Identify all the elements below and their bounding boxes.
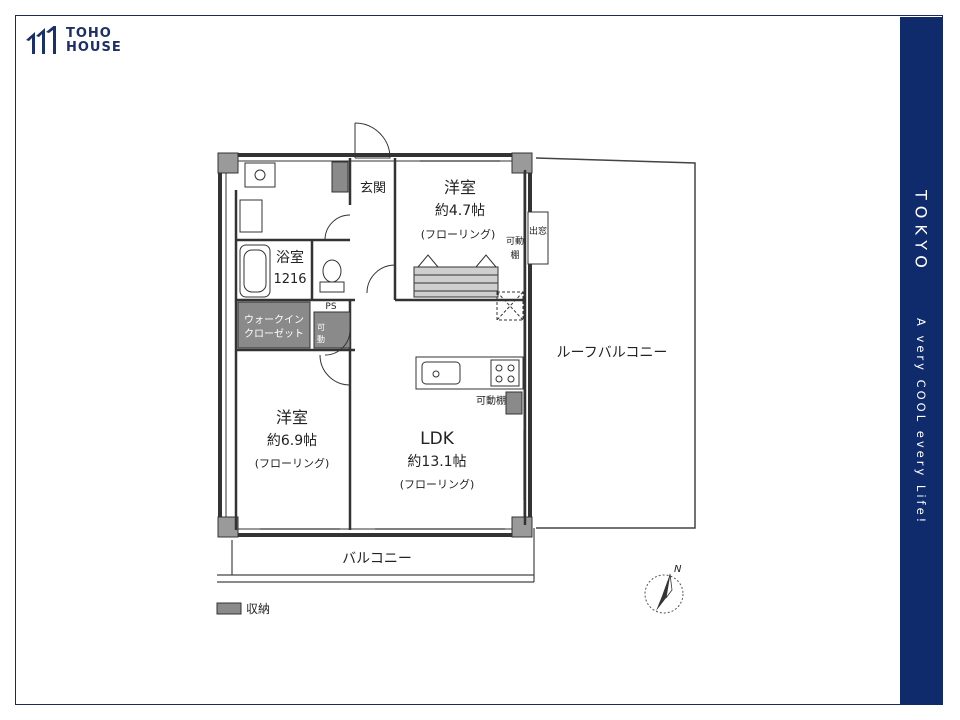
closet-tag-2: 動 (317, 335, 325, 344)
kitchen-counter (415, 356, 524, 390)
brand-name: TOHO HOUSE (66, 27, 122, 55)
movable-shelf-tag-1: 可動 (506, 236, 524, 247)
movable-shelf-label: 可動棚 (476, 394, 506, 407)
ldk-name: LDK (420, 429, 455, 449)
room-south-floor: (フローリング) (255, 456, 330, 470)
balcony-label: バルコニー (342, 551, 412, 567)
movable-shelf-tag-2: 棚 (510, 249, 519, 261)
ps-label: PS (325, 302, 336, 312)
room-south-size: 約6.9帖 (267, 433, 317, 449)
room-north-name: 洋室 (444, 178, 476, 197)
storage-areas (237, 161, 523, 415)
roof-balcony-label: ルーフバルコニー (557, 345, 668, 361)
legend: 収納 (216, 602, 270, 616)
bath-size: 1216 (273, 272, 306, 287)
room-north-size: 約4.7帖 (435, 203, 485, 219)
balcony-area (217, 528, 535, 583)
ldk-floor: (フローリング) (400, 477, 475, 491)
columns (217, 152, 533, 538)
wic-line1: ウォークイン (244, 314, 304, 326)
ldk-size: 約13.1帖 (407, 454, 466, 470)
bath-name: 浴室 (276, 249, 304, 266)
room-north-floor: (フローリング) (421, 227, 496, 241)
compass-icon: N (644, 564, 684, 614)
refrigerator-space (496, 291, 524, 321)
bath-fixtures (239, 162, 345, 298)
roof-balcony-area (535, 157, 696, 529)
toho-house-logo-icon (26, 26, 56, 54)
room-south-name: 洋室 (276, 408, 308, 427)
shelf-unit (413, 254, 499, 298)
compass-north-label: N (674, 564, 682, 575)
page-frame (15, 15, 943, 705)
doors (319, 122, 396, 386)
bay-window (527, 211, 549, 265)
brand-sidebar (900, 17, 942, 705)
legend-label: 収納 (246, 602, 270, 616)
closet-tag-1: 可 (317, 323, 325, 332)
brand-line1: TOHO (66, 26, 112, 41)
wic-line2: クローゼット (244, 328, 304, 340)
legend-swatch (216, 602, 242, 615)
entrance-label: 玄関 (360, 181, 386, 196)
brand-line2: HOUSE (66, 40, 122, 55)
bay-window-label: 出窓 (529, 225, 547, 237)
windows (260, 154, 531, 536)
brand-logo: TOHO HOUSE (24, 26, 122, 56)
